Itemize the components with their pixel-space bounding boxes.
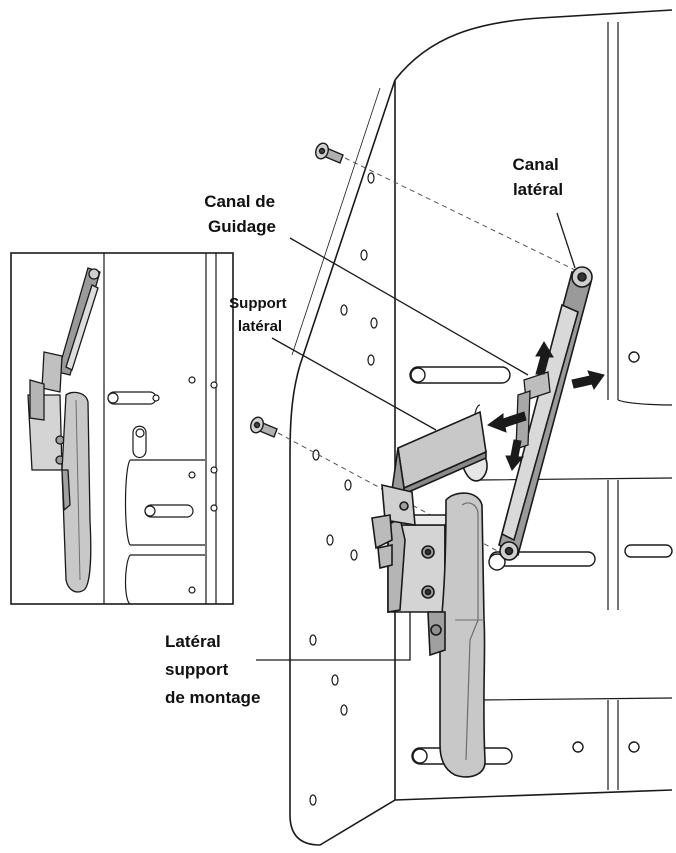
label-lateral-support-montage: Latéral support de montage (165, 632, 260, 707)
label-support-lateral-line1: Support (229, 295, 287, 312)
inset-bracket (27, 267, 101, 593)
detail-inset (10, 252, 234, 605)
label-lateral-support-montage-line3: de montage (165, 688, 260, 707)
adjust-arrows (486, 341, 605, 471)
screw-upper (315, 142, 344, 164)
label-canal-lateral: Canal latéral (512, 155, 563, 199)
label-canal-lateral-line2: latéral (513, 180, 563, 199)
label-lateral-support-montage-line2: support (165, 660, 229, 679)
hinge-arm (427, 492, 486, 778)
label-canal-guidage-line1: Canal de (204, 192, 275, 211)
label-support-lateral-line2: latéral (238, 318, 282, 335)
label-canal-guidage-line2: Guidage (208, 217, 276, 236)
back-panel (394, 9, 673, 801)
label-canal-guidage: Canal de Guidage (204, 192, 280, 236)
label-canal-lateral-line1: Canal (512, 155, 558, 174)
label-support-lateral: Support latéral (229, 295, 291, 335)
lateral-channel (498, 266, 593, 561)
guide-channel-clip (515, 371, 551, 450)
leader-lines (256, 212, 576, 661)
front-panel-holes (309, 172, 378, 806)
inset-panel (103, 253, 217, 605)
front-panel (289, 79, 396, 846)
inset-holes (107, 376, 218, 594)
label-lateral-support-montage-line1: Latéral (165, 632, 221, 651)
screw-lower (250, 416, 278, 438)
